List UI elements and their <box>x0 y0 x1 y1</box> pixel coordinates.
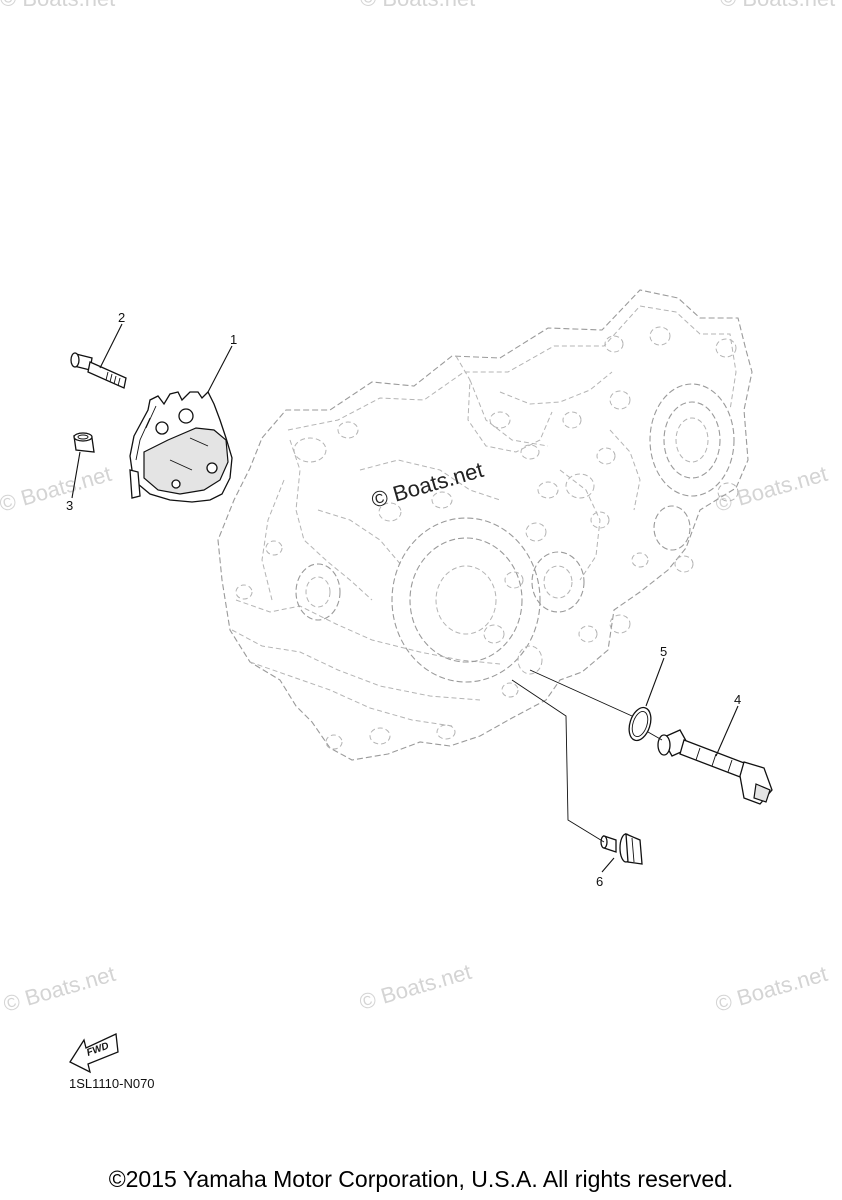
watermark-top-left: © Boats.net <box>0 0 115 11</box>
diagram-code: 1SL1110-N070 <box>69 1076 155 1091</box>
callout-1: 1 <box>230 332 237 347</box>
callout-6: 6 <box>596 874 603 889</box>
collar-part-3 <box>73 432 95 453</box>
watermark-right: © Boats.net <box>712 461 830 517</box>
fwd-direction-badge: FWD <box>69 1033 119 1074</box>
copyright-notice: ©2015 Yamaha Motor Corporation, U.S.A. A… <box>108 1166 734 1192</box>
watermark-bottom-right: © Boats.net <box>712 961 830 1017</box>
watermark-left: © Boats.net <box>0 461 114 517</box>
crankcase-ghost <box>217 289 753 761</box>
watermark-bottom-left: © Boats.net <box>0 961 118 1017</box>
watermark-bottom-mid: © Boats.net <box>356 959 474 1015</box>
callout-5: 5 <box>660 644 667 659</box>
bolt-part-2 <box>70 352 127 389</box>
watermark-top-mid: © Boats.net <box>360 0 475 11</box>
oil-pump-assembly <box>129 390 233 503</box>
watermark-center: © Boats.net <box>368 457 486 513</box>
callout-2: 2 <box>118 310 125 325</box>
o-ring-part-5 <box>628 706 652 742</box>
watermark-group: © Boats.net © Boats.net © Boats.net © Bo… <box>0 0 835 1017</box>
flange-bolt-part-6 <box>600 832 643 865</box>
callout-4: 4 <box>734 692 741 707</box>
watermark-top-right: © Boats.net <box>720 0 835 11</box>
leader-lines <box>71 323 739 873</box>
callout-3: 3 <box>66 498 73 513</box>
oil-gauge-part-4 <box>657 729 773 805</box>
installation-guides <box>511 669 663 843</box>
callout-labels: 1 2 3 4 5 6 <box>66 310 741 889</box>
